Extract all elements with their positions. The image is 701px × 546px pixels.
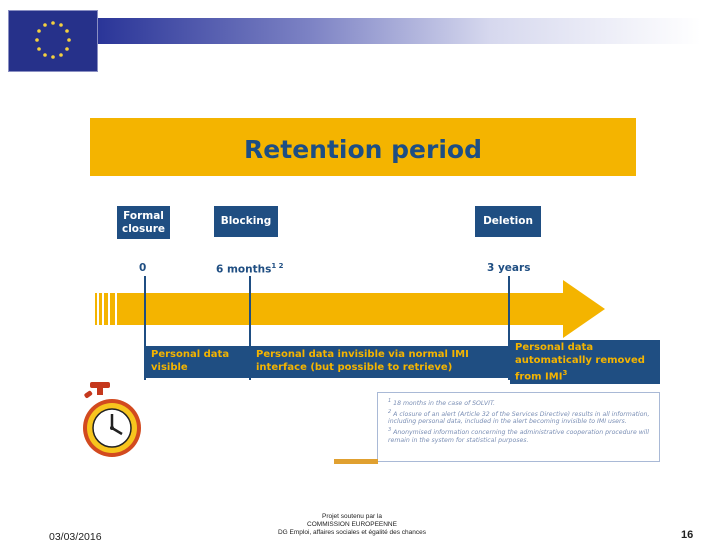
eu-flag-icon: [8, 10, 98, 72]
milestone-formal-closure: Formal closure: [117, 206, 170, 239]
footnote-1: 1 18 months in the case of SOLVIT.: [388, 398, 495, 408]
phase-removed: Personal data automatically removed from…: [515, 342, 657, 384]
tick-label-deletion: 3 years: [487, 262, 530, 274]
milestone-label: Formal closure: [121, 209, 166, 235]
title-banner: Retention period: [90, 118, 636, 176]
tick-value: 0: [139, 262, 147, 274]
timeline-marker-deletion: [508, 276, 510, 380]
page-title: Retention period: [244, 134, 482, 164]
timeline-marker-closure: [144, 276, 146, 380]
timeline-marker-blocking: [249, 276, 251, 380]
tick-value: 6 months: [216, 263, 272, 276]
footer-line: Projet soutenu par la: [322, 513, 382, 520]
tick-value: 3 years: [487, 262, 531, 274]
milestone-blocking: Blocking: [214, 206, 278, 237]
phase-bar: [145, 346, 508, 378]
milestone-deletion: Deletion: [475, 206, 541, 237]
phase-text: Personal data visible: [151, 349, 230, 373]
phase-footnote-ref: 3: [562, 369, 568, 377]
eu-stars: [35, 21, 71, 59]
footer-date: 03/03/2016: [49, 531, 102, 543]
milestone-label: Deletion: [483, 215, 533, 227]
page-number: 16: [681, 529, 694, 541]
footnotes-box: 1 18 months in the case of SOLVIT. 2 A c…: [377, 392, 660, 462]
stopwatch-icon: [83, 382, 141, 457]
decorative-mark: [334, 459, 378, 464]
footer-line: DG Emploi, affaires sociales et égalité …: [277, 529, 426, 536]
phase-visible: Personal data visible: [151, 349, 245, 374]
milestone-label: Blocking: [220, 215, 272, 227]
footnote-2: 2 A closure of an alert (Article 32 of t…: [388, 408, 650, 426]
footer-supported-by: Projet soutenu par la COMMISSION EUROPEE…: [232, 513, 472, 537]
header-gradient-bar: [98, 18, 701, 44]
timeline-arrow-icon: [95, 280, 605, 338]
footnote-3: 3 Anonymised information concerning the …: [388, 426, 649, 444]
phase-box-deletion: [510, 340, 660, 384]
tick-footnote-ref: 1 2: [271, 262, 284, 270]
tick-label-blocking: 6 months1 2: [216, 262, 284, 276]
tick-label-closure: 0: [139, 262, 146, 274]
phase-text: Personal data invisible via normal IMI i…: [256, 349, 469, 373]
phase-text: Personal data automatically removed from…: [515, 342, 645, 383]
footer-line: COMMISSION EUROPEENNE: [307, 521, 397, 528]
phase-invisible: Personal data invisible via normal IMI i…: [256, 349, 504, 374]
